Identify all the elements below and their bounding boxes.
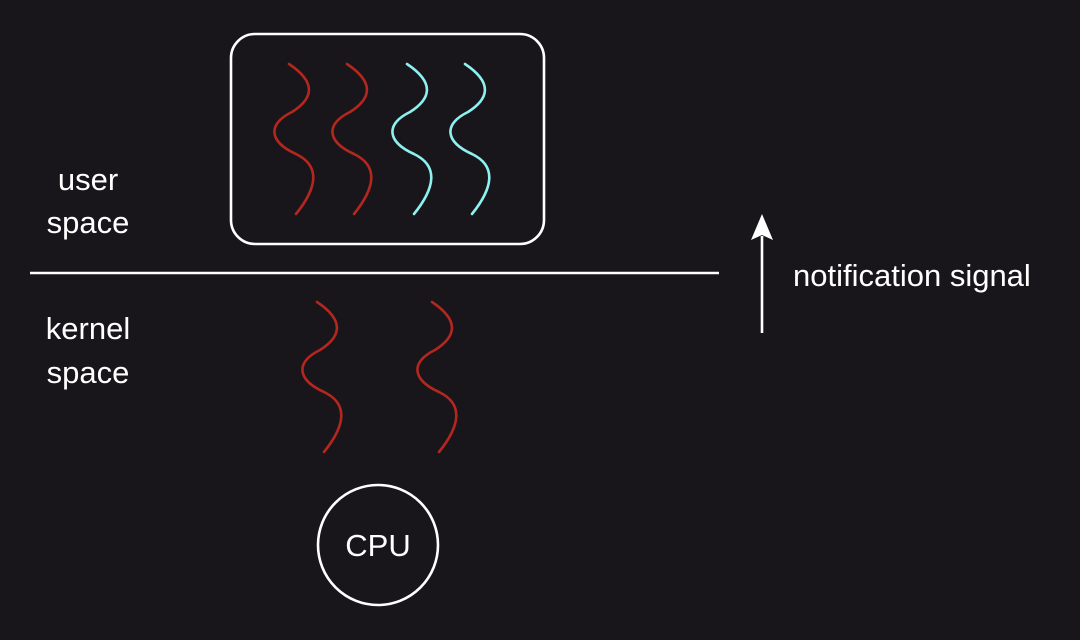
user-cyan-thread-3: [391, 62, 433, 216]
user-red-thread-1: [273, 62, 315, 216]
user-space-label-line2: space: [47, 205, 130, 240]
user-thread-group: [273, 62, 491, 216]
kernel-red-thread-2: [416, 300, 458, 454]
user-space-label-line1: user: [58, 162, 118, 197]
cpu-circle: [316, 483, 440, 607]
kernel-thread-group: [301, 300, 458, 454]
kernel-space-label-line2: space: [47, 355, 130, 390]
user-space-box: [229, 32, 546, 246]
user-red-thread-2: [331, 62, 373, 216]
kernel-red-thread-1: [301, 300, 343, 454]
user-cyan-thread-4: [449, 62, 491, 216]
cpu-label: CPU: [345, 528, 410, 563]
kernel-space-label-line1: kernel: [46, 311, 130, 346]
notification-signal-label: notification signal: [793, 258, 1031, 293]
notification-arrow-head-icon: [751, 214, 773, 240]
